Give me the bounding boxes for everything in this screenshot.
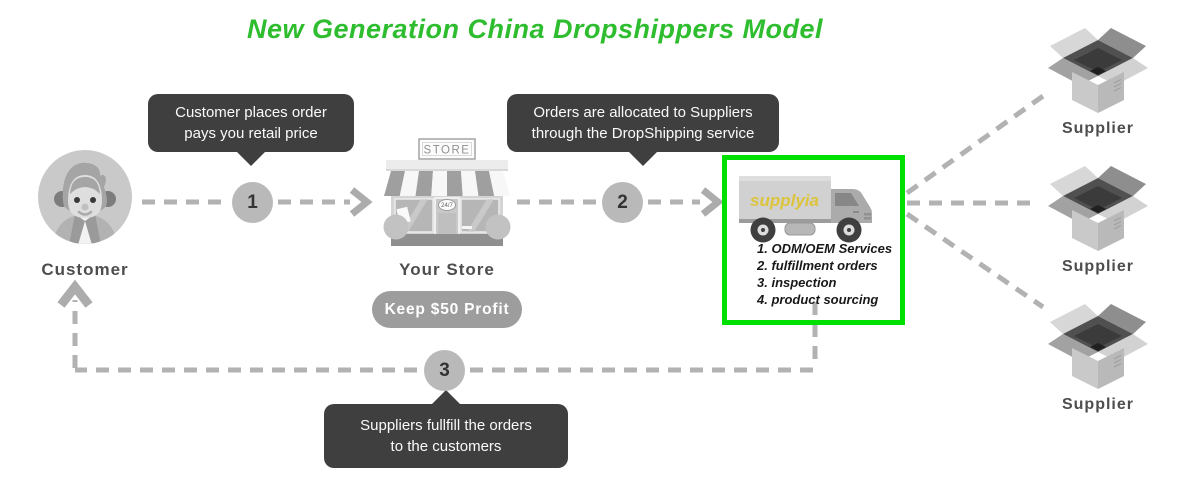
connector-servicebox-to-supplier1 [905, 93, 1045, 196]
store-sign-text: STORE [424, 145, 471, 157]
step-1-badge: 1 [232, 182, 273, 223]
supplier-node-3: Supplier [1046, 298, 1150, 414]
store-illustration: STORE 24/7 [383, 138, 511, 246]
callout-line: to the customers [390, 438, 502, 455]
truck-brand-text: supplyia [750, 191, 819, 210]
callout-line: pays you retail price [184, 125, 318, 142]
service-item: 2. fulfillment orders [757, 258, 878, 273]
callout-line: Customer places order [175, 104, 327, 121]
callout-line: Orders are allocated to Suppliers [533, 104, 753, 121]
step-3-badge: 3 [424, 350, 465, 391]
customer-avatar [38, 150, 132, 244]
dropshipping-service-box: supplyia 1. ODM/OEM Services 2. fulfillm… [722, 155, 905, 325]
delivery-truck-icon: supplyia [739, 176, 872, 243]
service-item: 3. inspection [757, 275, 837, 290]
connector-servicebox-to-supplier3 [905, 211, 1045, 310]
store-awning [384, 171, 510, 196]
supplier-label: Supplier [1061, 258, 1134, 275]
your-store-label: Your Store [399, 260, 495, 279]
callout-line: Suppliers fullfill the orders [360, 417, 532, 434]
arrowhead-to-store-icon [349, 187, 373, 217]
callout-tail-icon [236, 151, 266, 166]
open-box-icon [1048, 28, 1148, 113]
open-box-icon [1048, 304, 1148, 389]
profit-badge: Keep $50 Profit [372, 291, 522, 328]
callout-line: through the DropShipping service [531, 125, 755, 142]
service-item: 4. product sourcing [757, 292, 879, 307]
supplier-node-1: Supplier [1046, 22, 1150, 138]
service-list: 1. ODM/OEM Services 2. fulfillment order… [757, 240, 892, 308]
supplier-node-2: Supplier [1046, 160, 1150, 276]
arrowhead-to-customer-icon [57, 279, 93, 308]
store-door-badge: 24/7 [441, 203, 453, 209]
arrowhead-to-servicebox-icon [700, 187, 724, 217]
callout-tail-icon [628, 151, 658, 166]
page-title: New Generation China Dropshippers Model [246, 14, 824, 44]
callout-order-placed: Customer places order pays you retail pr… [148, 94, 354, 166]
callout-orders-allocated: Orders are allocated to Suppliers throug… [507, 94, 779, 166]
callout-suppliers-fulfill: Suppliers fullfill the orders to the cus… [324, 390, 568, 468]
callout-tail-icon [431, 390, 461, 405]
supplier-label: Supplier [1061, 396, 1134, 413]
customer-label: Customer [41, 260, 129, 279]
supplier-label: Supplier [1061, 120, 1134, 137]
service-item: 1. ODM/OEM Services [757, 241, 893, 256]
step-2-badge: 2 [602, 182, 643, 223]
open-box-icon [1048, 166, 1148, 251]
